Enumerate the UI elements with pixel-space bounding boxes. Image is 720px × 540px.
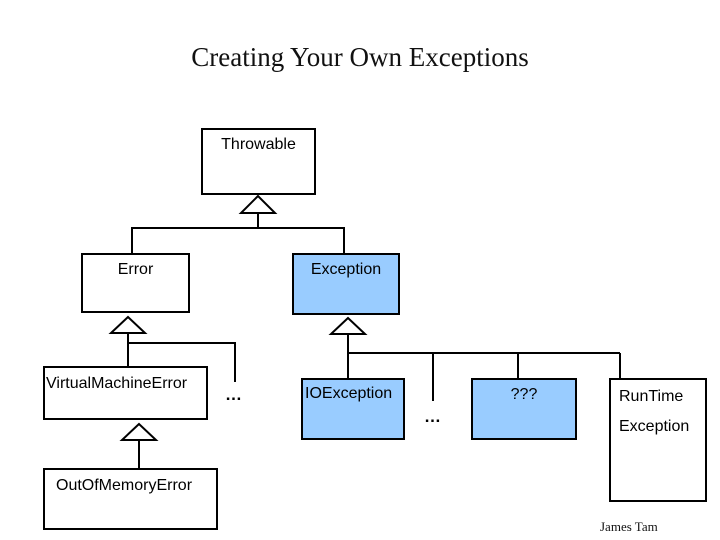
ellipsis-under-error: … [225,385,245,404]
node-error: Error [81,253,190,313]
node-io-exception: IOException [301,378,405,440]
connector-exception-to-children [347,334,621,401]
connector-throwable-to-children [131,213,345,254]
node-virtual-machine-error: VirtualMachineError [43,366,208,420]
node-runtime-exception: RunTime Exception [609,378,707,502]
node-exception: Exception [292,253,400,315]
slide-author: James Tam [600,519,658,534]
inheritance-arrowhead-vme [119,422,159,441]
slide-title: Creating Your Own Exceptions [191,42,529,72]
node-runtime-exception-line2: Exception [619,418,690,435]
inheritance-arrowhead-throwable [238,194,278,214]
inheritance-arrowhead-exception [328,316,368,335]
ellipsis-under-exception: … [424,407,444,426]
node-out-of-memory-error: OutOfMemoryError [43,468,218,530]
node-runtime-exception-line1: RunTime [619,388,684,405]
inheritance-arrowhead-error [108,315,148,334]
node-throwable: Throwable [201,128,316,195]
node-unknown-exception: ??? [471,378,577,440]
connector-error-to-children [127,333,236,382]
